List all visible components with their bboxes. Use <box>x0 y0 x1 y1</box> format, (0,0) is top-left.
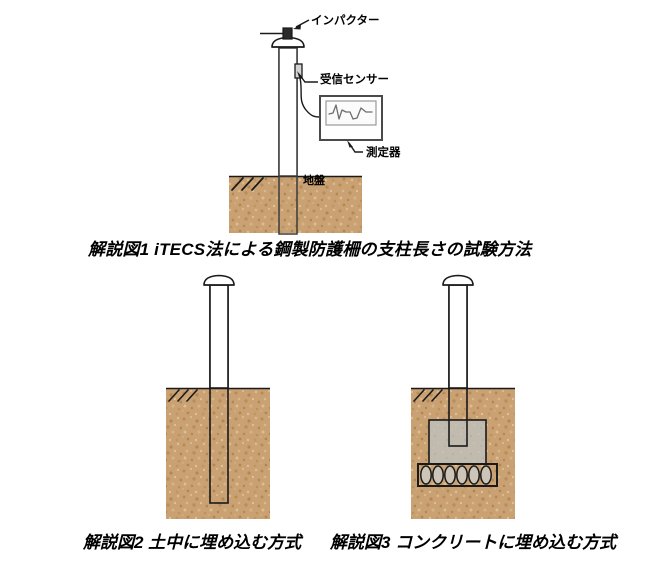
fig2-steel-post <box>203 274 235 504</box>
caption-figure-1: 解説図1 iTECS法による鋼製防護柵の支柱長さの試験方法 <box>88 240 532 259</box>
gravel-stone <box>480 465 492 485</box>
sensor-leader <box>297 71 318 83</box>
fig2-post-above-ground <box>209 284 229 389</box>
impactor <box>260 27 293 40</box>
label-ground: 地盤 <box>303 175 325 187</box>
fig3-post-above-ground <box>448 284 468 389</box>
figure-1-group <box>229 19 383 235</box>
caption-figure-2: 解説図2 土中に埋め込む方式 <box>83 533 302 552</box>
sensor-cable <box>299 77 321 118</box>
oscilloscope-box <box>319 95 383 141</box>
ground-hatch-icon <box>231 177 264 191</box>
fig2-soil-fill <box>166 388 270 519</box>
fig2-ground-hatch-icon <box>168 389 198 402</box>
label-impactor: インパクター <box>311 15 380 27</box>
fig3-ground-hatch-icon <box>413 389 443 402</box>
concrete-foundation <box>428 419 487 466</box>
fig3-post-cap <box>442 274 474 286</box>
impactor-leader <box>293 19 310 30</box>
meter-leader <box>347 140 363 153</box>
gravel-course <box>417 463 498 487</box>
label-measuring-instrument: 測定器 <box>366 147 401 159</box>
post-shaft-above-ground <box>278 47 298 177</box>
gravel-stone <box>456 465 468 485</box>
gravel-stone <box>468 465 480 485</box>
receiving-sensor <box>294 63 303 79</box>
gravel-stone <box>432 465 444 485</box>
fig3-steel-post <box>442 274 474 447</box>
impactor-head <box>282 27 293 40</box>
figure-3-group <box>411 274 515 519</box>
soil-fill <box>229 176 362 233</box>
fig2-post-cap <box>203 274 235 286</box>
waveform-trace <box>328 104 373 120</box>
steel-post <box>278 47 298 235</box>
caption-figure-3: 解説図3 コンクリートに埋め込む方式 <box>330 533 617 552</box>
gravel-stone <box>420 465 432 485</box>
label-receiving-sensor: 受信センサー <box>320 74 389 86</box>
soil-block <box>229 175 362 233</box>
gravel-stone <box>444 465 456 485</box>
figure-2-group <box>166 274 270 519</box>
